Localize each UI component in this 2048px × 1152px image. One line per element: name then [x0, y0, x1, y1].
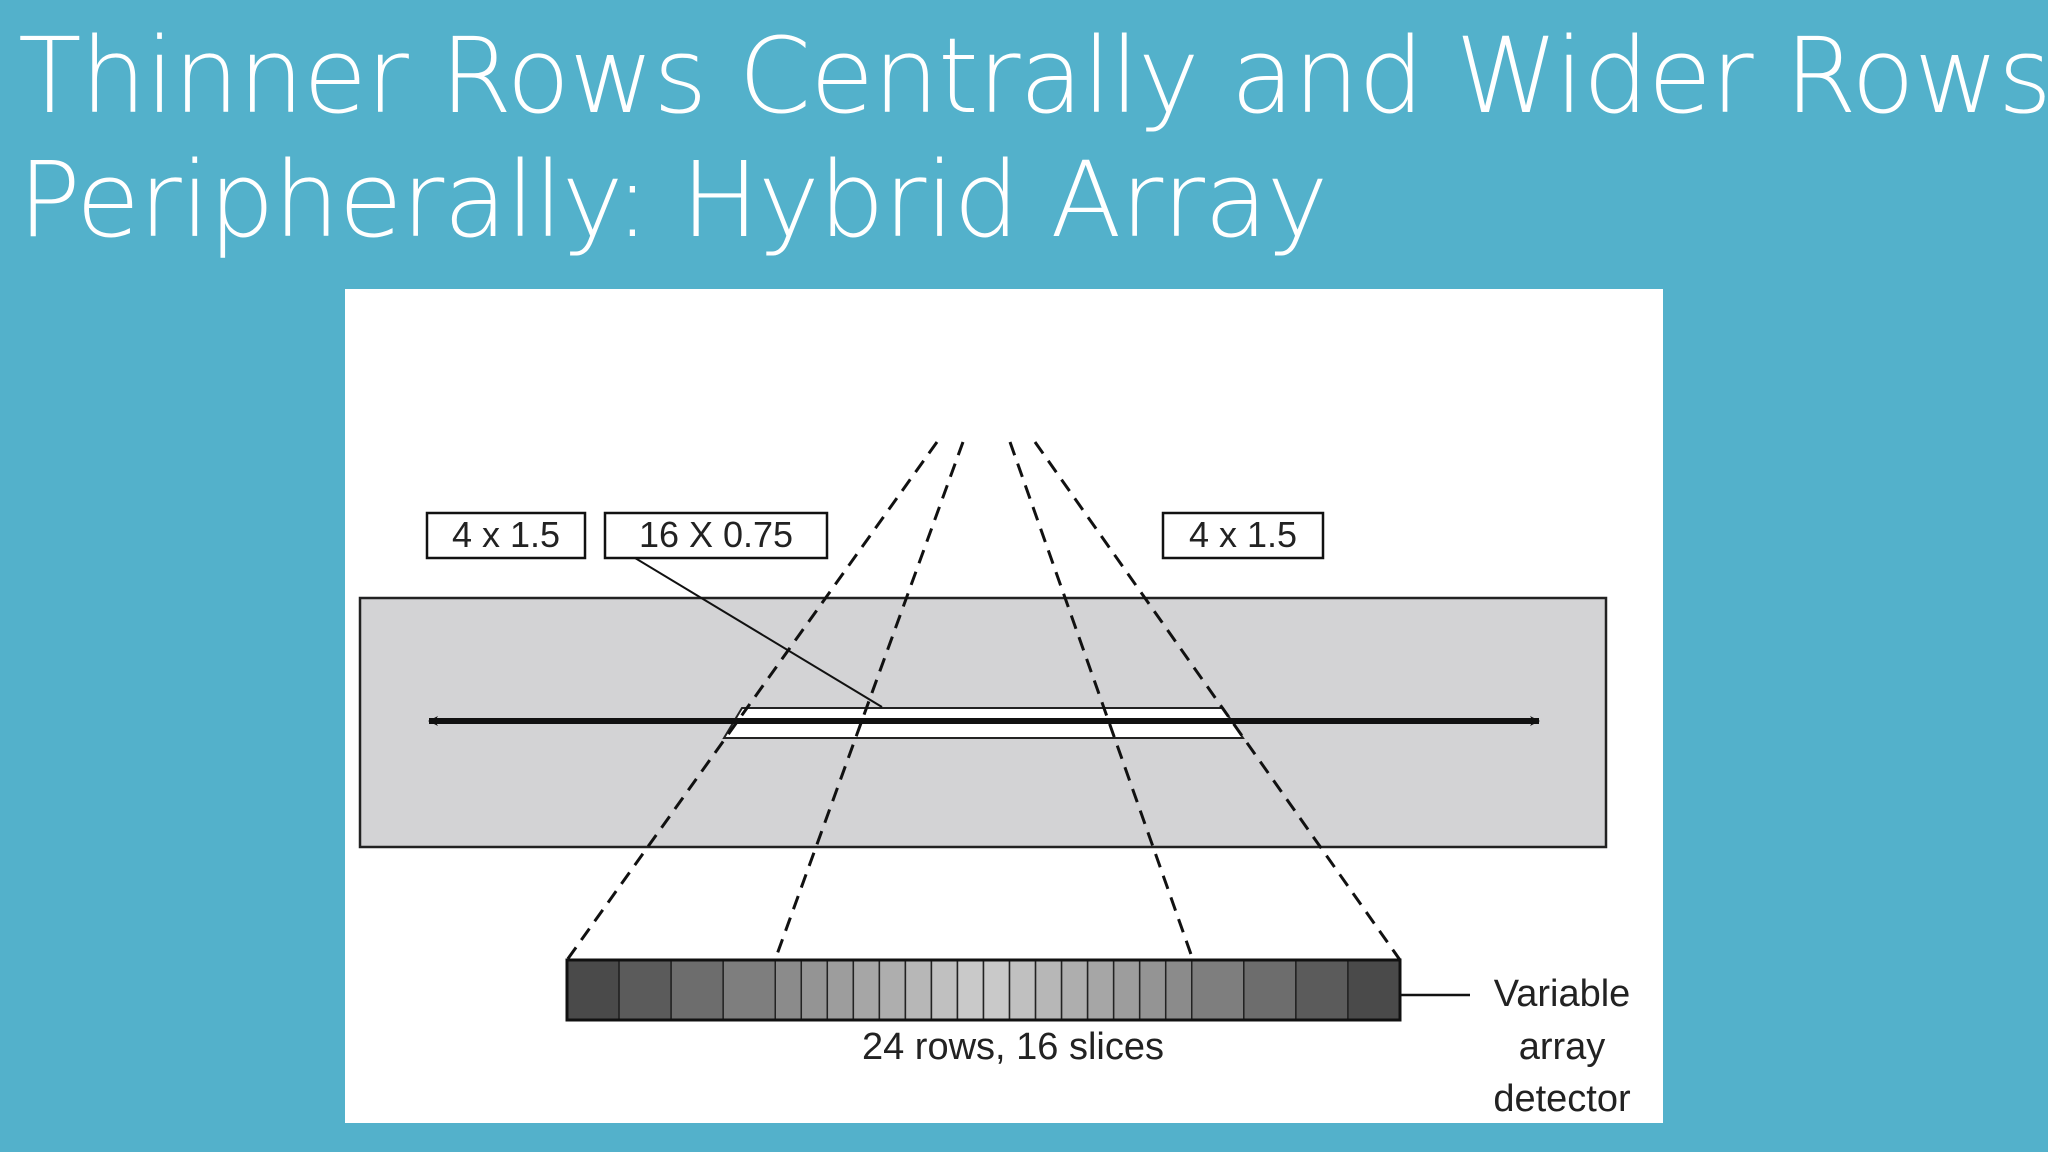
detector-row-cell — [774, 959, 803, 1021]
detector-row-cell — [1243, 959, 1297, 1021]
label-right-text: 4 x 1.5 — [1189, 514, 1297, 555]
detector-row-cell — [904, 959, 933, 1021]
slide-title-line-2: Peripherally: Hybrid Array — [18, 139, 1328, 261]
detector-row-cell — [1295, 959, 1349, 1021]
center-label-leader — [634, 557, 883, 708]
label-box-center: 16 X 0.75 — [603, 511, 829, 560]
detector-row-cell — [1112, 959, 1141, 1021]
hybrid-array-figure: 4 x 1.5 16 X 0.75 4 x 1.5 24 rows, 16 sl… — [345, 289, 1663, 1123]
detector-frame — [565, 958, 1402, 1022]
detector-caption: 24 rows, 16 slices — [862, 1026, 1164, 1068]
detector-row-cell — [1191, 959, 1245, 1021]
slide-title: Thinner Rows Centrally and Wider Rows Pe… — [18, 14, 2048, 262]
detector-row-cell — [826, 959, 855, 1021]
detector-row-cell — [566, 959, 620, 1021]
detector-row-cell — [800, 959, 829, 1021]
detector-row-cell — [1034, 959, 1063, 1021]
detector-label-line-3: detector — [1493, 1078, 1631, 1120]
beam-line-4 — [1033, 441, 1402, 961]
detector-row-cell — [618, 959, 672, 1021]
detector-row-cell — [722, 959, 777, 1021]
detector-row-cell — [670, 959, 724, 1021]
slide-title-line-1: Thinner Rows Centrally and Wider Rows — [18, 15, 2048, 137]
detector-row-cell — [852, 959, 881, 1021]
detector-row-cell — [982, 959, 1011, 1021]
detector-row-cell — [1138, 959, 1167, 1021]
label-center-text: 16 X 0.75 — [639, 514, 793, 555]
beam-line-1 — [565, 441, 939, 961]
detector-row-cell — [956, 959, 985, 1021]
label-box-right: 4 x 1.5 — [1161, 511, 1325, 560]
detector-row-cell — [1086, 959, 1115, 1021]
detector-row-cell — [1060, 959, 1089, 1021]
label-box-left: 4 x 1.5 — [425, 511, 587, 560]
beam-lines — [565, 441, 1402, 961]
variable-array-detector — [565, 958, 1402, 1022]
detector-row-cell — [930, 959, 959, 1021]
detector-row-cell — [1164, 959, 1193, 1021]
detector-row-cell — [1008, 959, 1037, 1021]
hybrid-array-diagram: 4 x 1.5 16 X 0.75 4 x 1.5 24 rows, 16 sl… — [358, 441, 1631, 1120]
detector-row-cell — [1347, 959, 1401, 1021]
label-left-text: 4 x 1.5 — [452, 514, 560, 555]
detector-label-line-1: Variable — [1494, 973, 1631, 1015]
detector-label-line-2: array — [1519, 1026, 1606, 1068]
detector-row-cell — [878, 959, 907, 1021]
